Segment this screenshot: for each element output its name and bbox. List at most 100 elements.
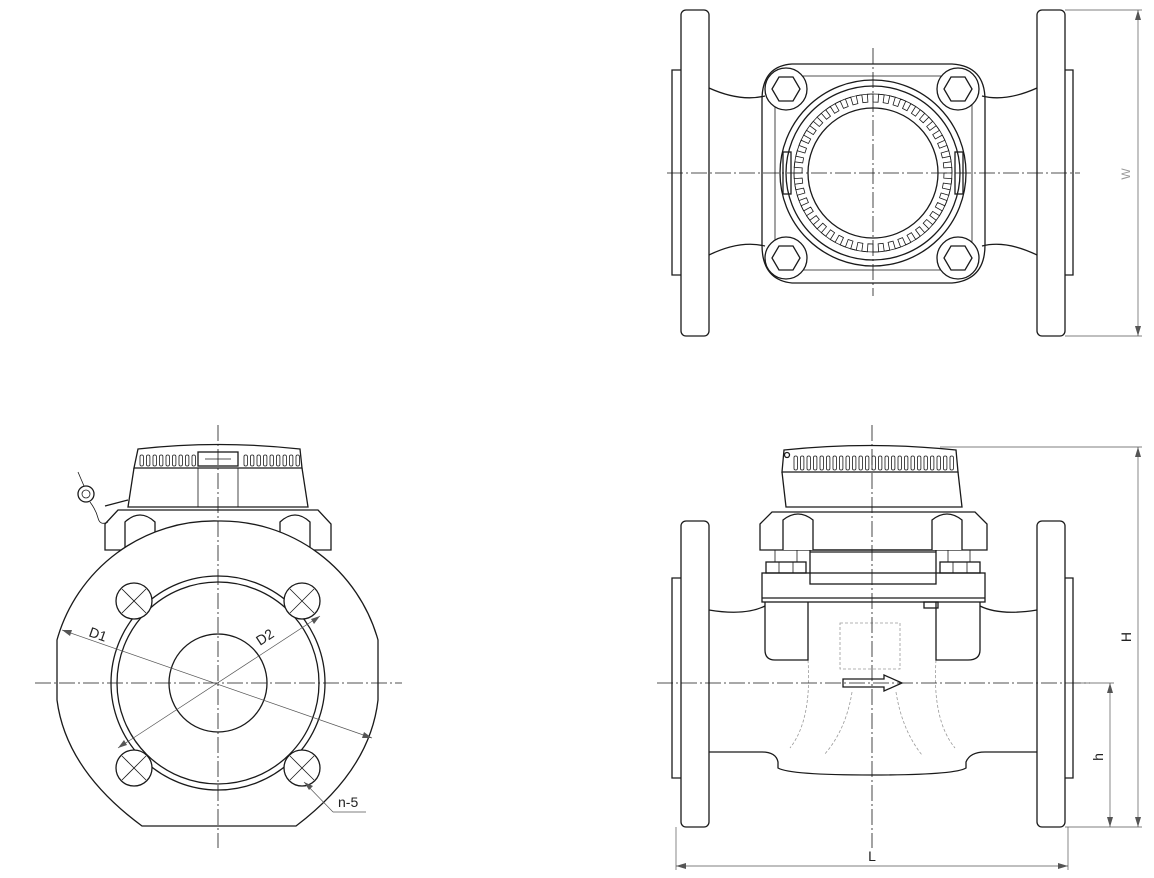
flow-ghost-4 [935, 659, 956, 749]
hl-label: h [1090, 753, 1106, 761]
cap-rib [819, 455, 824, 471]
side-right-flange-lip [1065, 577, 1074, 779]
cap-rib [936, 455, 941, 471]
side-register-ribs [793, 455, 954, 471]
l-label: L [868, 848, 876, 864]
cap-rib [152, 454, 157, 467]
bolt-hole-br [283, 749, 321, 787]
cap-rib [139, 454, 144, 467]
side-neck-top-left [708, 605, 766, 613]
side-body-bottom [709, 751, 1037, 776]
chamber-right [935, 602, 981, 661]
center-block [809, 549, 937, 585]
cap-rib [250, 454, 255, 467]
chamber-left [764, 602, 809, 661]
bolt-top-left [764, 67, 808, 111]
side-lug-right [931, 513, 963, 550]
nut-right [939, 561, 981, 574]
cap-rib [871, 455, 876, 471]
n-label: n-5 [338, 794, 358, 810]
cap-rib [826, 455, 831, 471]
d1-dim-line [61, 629, 373, 739]
seal-bracket [104, 499, 129, 507]
register-cap [133, 443, 303, 469]
side-left-flange-lip [671, 577, 681, 779]
d2-arrow-right [311, 616, 320, 624]
cap-rib [910, 455, 915, 471]
cap-rib [172, 454, 177, 467]
side-view: H h L [657, 425, 1142, 870]
left-flange-lip [671, 69, 681, 276]
cap-rib [858, 455, 863, 471]
cap-rib [865, 455, 870, 471]
body-outline [761, 63, 986, 284]
cap-rib [845, 455, 850, 471]
flow-ghost-1 [789, 659, 809, 749]
w-arrow-top [1135, 10, 1141, 20]
cap-rib [159, 454, 164, 467]
cap-rib [904, 455, 909, 471]
h-arrow-top [1135, 447, 1141, 457]
cap-rib [884, 455, 889, 471]
side-right-flange [1036, 520, 1066, 828]
side-neck-top-right [979, 605, 1038, 613]
flow-ghost-2 [823, 691, 853, 756]
clamp-plate [761, 572, 986, 603]
bolt-top-right [936, 67, 980, 111]
cap-rib [800, 455, 805, 471]
seal-tag [77, 471, 85, 487]
cap-rib [891, 455, 896, 471]
neck-bottom-left [708, 243, 766, 256]
h-arrow-bottom [1135, 817, 1141, 827]
cap-rib [269, 454, 274, 467]
side-register-body [781, 471, 963, 508]
d1-arrow-right [362, 732, 372, 738]
d2-arrow-left [118, 740, 127, 748]
side-register-cap [781, 444, 959, 473]
w-label: W [1119, 168, 1133, 180]
bolt-bottom-left [764, 236, 808, 280]
register-cap-ribs [139, 454, 300, 467]
seal-ring-inner [81, 489, 91, 499]
cap-rib [793, 455, 798, 471]
cap-rib [276, 454, 281, 467]
cap-rib [256, 454, 261, 467]
flow-arrow [842, 673, 904, 693]
cap-rib [178, 454, 183, 467]
cap-rib [185, 454, 190, 467]
cap-rib [282, 454, 287, 467]
cap-rib [806, 455, 811, 471]
cap-rib [295, 454, 300, 467]
top-view: W [667, 9, 1142, 337]
cap-rib [832, 455, 837, 471]
cap-rib [191, 454, 196, 467]
cap-rib [852, 455, 857, 471]
end-view: D1 D2 n-5 [35, 425, 402, 848]
mounting-block [104, 509, 332, 551]
d1-arrow-left [62, 630, 72, 636]
cap-rib [165, 454, 170, 467]
bolt-hole-tl [115, 582, 153, 620]
side-lug-left [782, 513, 814, 550]
side-mounting-block [759, 511, 988, 551]
cap-rib [878, 455, 883, 471]
bolt-bottom-right [936, 236, 980, 280]
hl-arrow-bottom [1107, 817, 1113, 827]
seal-ring [77, 485, 95, 503]
end-flange [56, 520, 379, 827]
seal-wire [89, 501, 109, 524]
right-flange-lip [1065, 69, 1074, 276]
flow-ghost-3 [895, 691, 923, 756]
bolt-hole-tr [283, 582, 321, 620]
cap-rib [263, 454, 268, 467]
cap-rib [949, 455, 954, 471]
d2-dim-line [117, 615, 321, 749]
neck-bottom-right [981, 243, 1038, 256]
bolt-hole-bl [115, 749, 153, 787]
w-arrow-bottom [1135, 326, 1141, 336]
neck-top-right [981, 87, 1038, 99]
inner-ghost-box [839, 622, 901, 670]
cap-rib [839, 455, 844, 471]
cap-rib [897, 455, 902, 471]
